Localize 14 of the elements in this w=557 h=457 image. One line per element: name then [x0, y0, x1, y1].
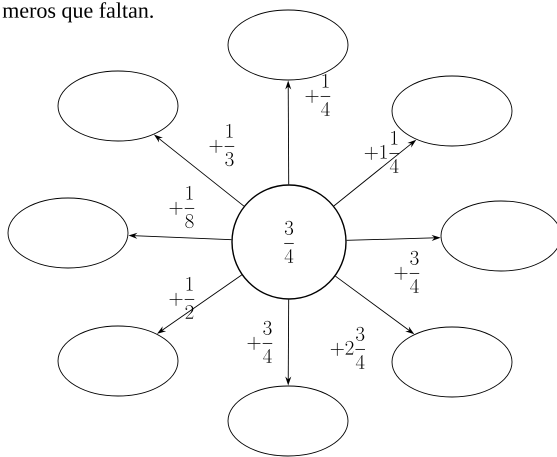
edge-label: $+\frac{1}{3}$	[210, 124, 234, 166]
answer-ellipse	[392, 326, 512, 398]
answer-ellipse	[228, 386, 348, 456]
answer-ellipse	[8, 198, 128, 268]
edge-label: $+\frac{1}{4}$	[306, 74, 330, 116]
edge-label: $+1\frac{1}{4}$	[364, 130, 399, 173]
edge-label: $+\frac{3}{4}$	[248, 320, 272, 363]
edge-label: $+\frac{3}{4}$	[394, 250, 420, 293]
edge-label: $+\frac{1}{2}$	[170, 276, 194, 319]
heading-text: meros que faltan.	[2, 2, 153, 22]
answer-ellipse	[58, 326, 178, 396]
edge-label: $+2\frac{3}{4}$	[330, 326, 365, 369]
edge-label: $+\frac{1}{8}$	[170, 186, 194, 228]
answer-ellipse	[58, 70, 178, 142]
